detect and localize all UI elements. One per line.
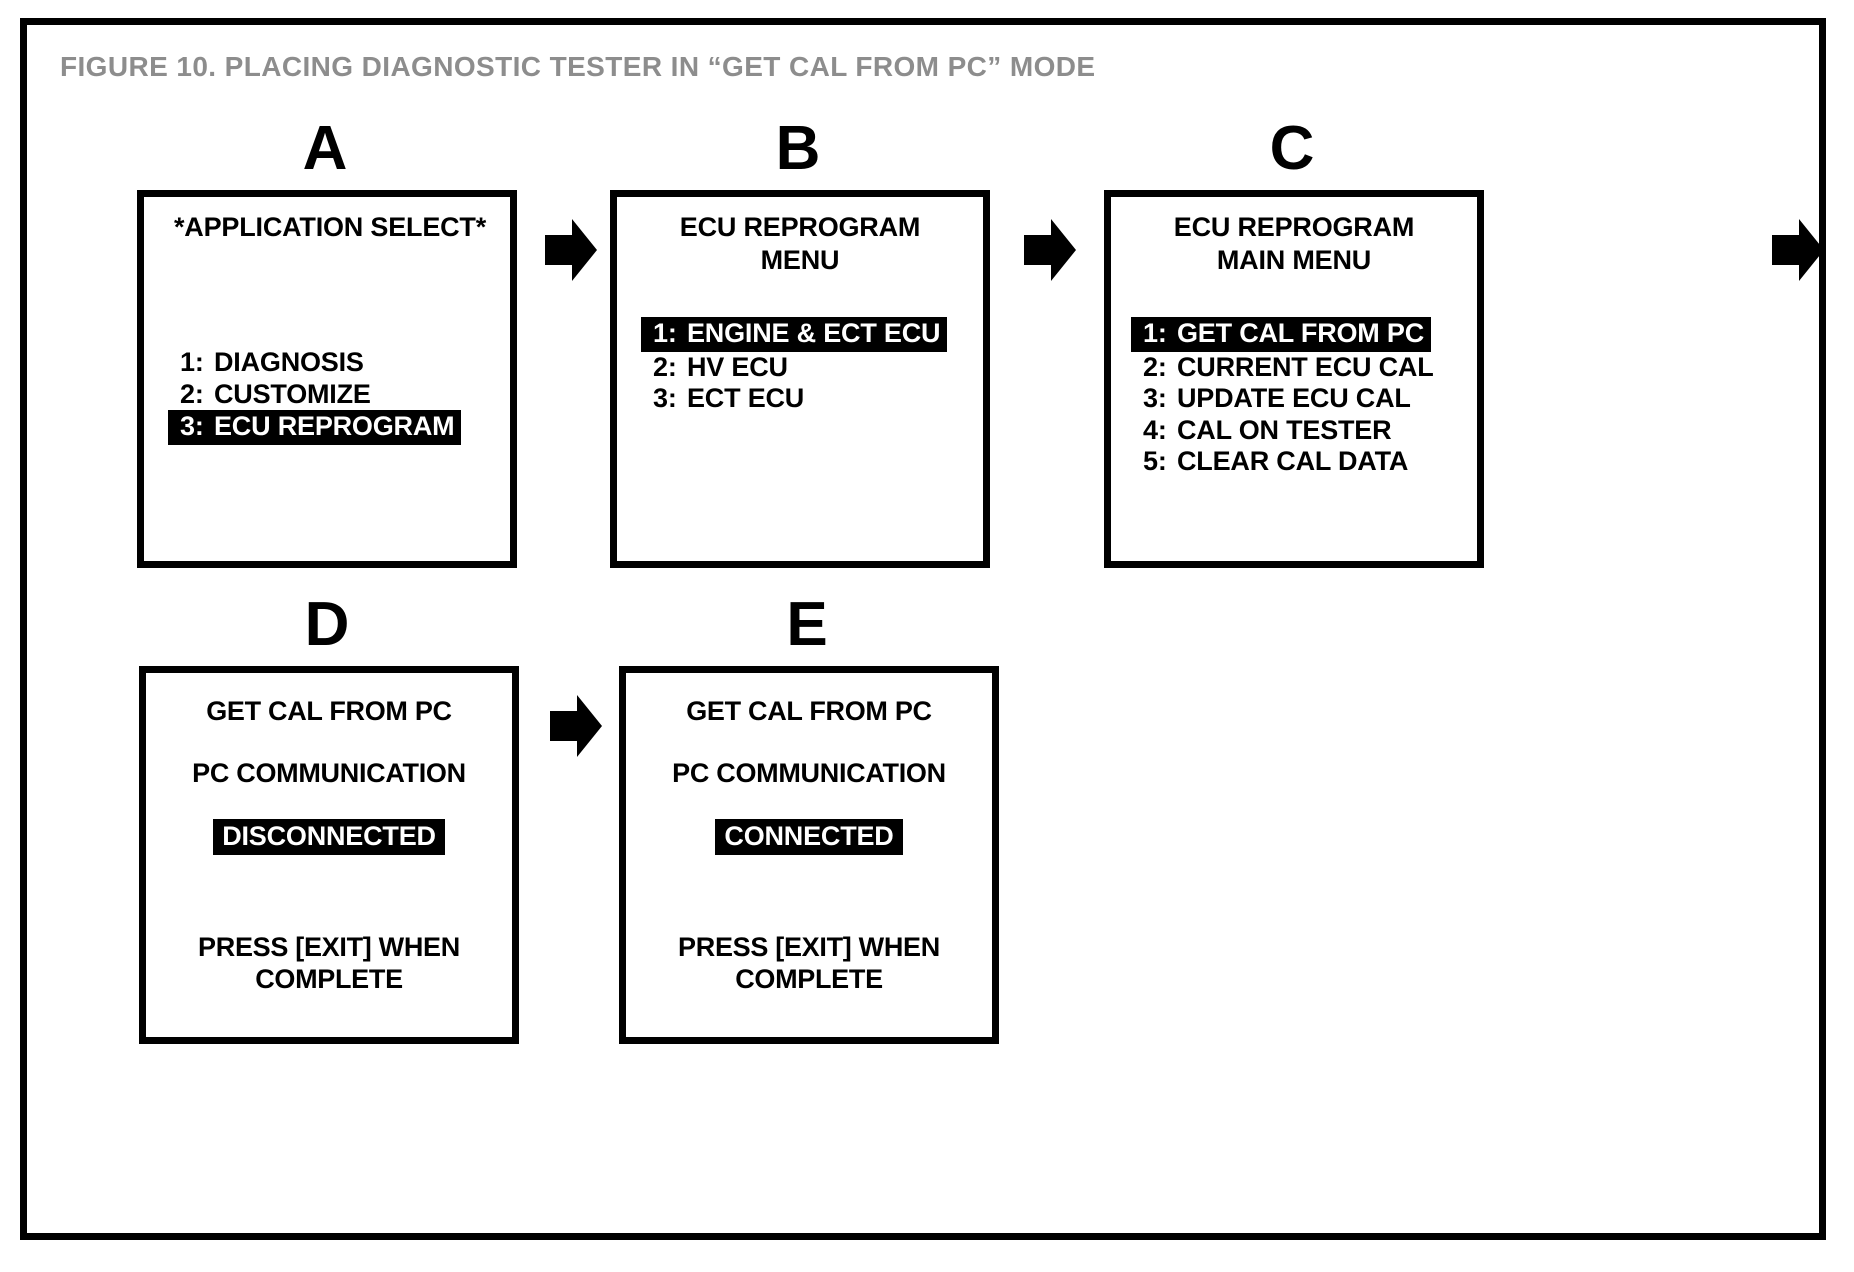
- status-badge-disconnected: DISCONNECTED: [213, 819, 445, 855]
- menu-item-b-1-row: 1: ENGINE & ECT ECU: [633, 317, 981, 352]
- menu-item-b-3-label: ECT ECU: [687, 383, 805, 414]
- screen-e-footer-line2: COMPLETE: [735, 964, 883, 995]
- screen-e-line2: PC COMMUNICATION: [672, 758, 946, 788]
- menu-item-c-2[interactable]: 2: CURRENT ECU CAL: [1125, 352, 1477, 384]
- panel-label-d: D: [304, 590, 350, 659]
- menu-item-a-2-label: CUSTOMIZE: [214, 378, 371, 409]
- status-badge-connected: CONNECTED: [715, 819, 903, 855]
- screen-e-line1: GET CAL FROM PC: [686, 696, 932, 726]
- menu-item-b-3[interactable]: 3: ECT ECU: [633, 383, 981, 415]
- screen-c-title-line1: ECU REPROGRAM: [1173, 212, 1415, 242]
- screen-b-title-line1: ECU REPROGRAM: [679, 212, 921, 242]
- screen-c-menu-list: 1: GET CAL FROM PC 2: CURRENT ECU CAL 3: UP…: [1125, 317, 1477, 478]
- screen-e-status-row: CONNECTED: [626, 819, 992, 855]
- screen-panel-c: ECU REPROGRAM MAIN MENU 1: GET CAL FROM P…: [1104, 190, 1484, 568]
- menu-item-c-1-number: 1:: [1143, 318, 1167, 348]
- menu-item-c-5-label: CLEAR CAL DATA: [1177, 446, 1409, 477]
- menu-item-b-2[interactable]: 2: HV ECU: [633, 352, 981, 384]
- menu-item-c-4-label: CAL ON TESTER: [1177, 414, 1392, 445]
- panel-label-e: E: [786, 590, 828, 659]
- menu-item-a-1-number: 1:: [180, 347, 204, 377]
- screen-c-title-line2: MAIN MENU: [1216, 244, 1372, 275]
- menu-item-c-1[interactable]: 1: GET CAL FROM PC: [1131, 317, 1432, 352]
- figure-frame: FIGURE 10. PLACING DIAGNOSTIC TESTER IN …: [20, 18, 1826, 1240]
- panel-label-c: C: [1269, 114, 1315, 183]
- menu-item-a-2-number: 2:: [180, 378, 204, 409]
- menu-item-c-3-number: 3:: [1143, 383, 1167, 414]
- screen-d-footer-line2: COMPLETE: [255, 964, 403, 995]
- menu-item-c-1-row: 1: GET CAL FROM PC: [1125, 317, 1477, 352]
- menu-item-c-5[interactable]: 5: CLEAR CAL DATA: [1125, 446, 1477, 478]
- menu-item-a-3[interactable]: 3: ECU REPROGRAM: [168, 410, 462, 445]
- menu-item-b-2-label: HV ECU: [687, 351, 788, 382]
- screen-a-menu-list: 1: DIAGNOSIS 2: CUSTOMIZE 3: ECU REPROGRAM: [160, 347, 508, 445]
- arrow-right-icon-d-to-e: [550, 695, 602, 757]
- screen-a-title: *APPLICATION SELECT*: [174, 212, 487, 242]
- screen-b-menu-list: 1: ENGINE & ECT ECU 2: HV ECU 3: ECT ECU: [633, 317, 981, 415]
- screen-d-footer-line1: PRESS [EXIT] WHEN: [198, 932, 460, 962]
- screen-e-footer-line1: PRESS [EXIT] WHEN: [678, 932, 940, 962]
- screen-panel-a: *APPLICATION SELECT* 1: DIAGNOSIS 2: CUSTO…: [137, 190, 517, 568]
- screen-d-line1: GET CAL FROM PC: [206, 696, 452, 726]
- screen-panel-e: GET CAL FROM PC PC COMMUNICATION CONNECT…: [619, 666, 999, 1044]
- screen-c-title: ECU REPROGRAM MAIN MENU: [1111, 211, 1477, 277]
- arrow-right-icon-c-to-d: [1772, 219, 1824, 281]
- menu-item-c-4[interactable]: 4: CAL ON TESTER: [1125, 415, 1477, 447]
- screen-b-title: ECU REPROGRAM MENU: [617, 211, 983, 277]
- menu-item-c-2-number: 2:: [1143, 351, 1167, 382]
- menu-item-c-5-number: 5:: [1143, 446, 1167, 477]
- menu-item-b-1-number: 1:: [653, 318, 677, 348]
- arrow-right-icon-b-to-c: [1024, 219, 1076, 281]
- menu-item-a-1-label: DIAGNOSIS: [214, 347, 364, 377]
- figure-title: FIGURE 10. PLACING DIAGNOSTIC TESTER IN …: [60, 51, 1096, 82]
- menu-item-a-3-label: ECU REPROGRAM: [214, 411, 455, 442]
- menu-item-a-2[interactable]: 2: CUSTOMIZE: [160, 379, 508, 411]
- menu-item-c-3-label: UPDATE ECU CAL: [1177, 383, 1411, 414]
- menu-item-c-3[interactable]: 3: UPDATE ECU CAL: [1125, 383, 1477, 415]
- menu-item-b-1[interactable]: 1: ENGINE & ECT ECU: [641, 317, 948, 352]
- screen-b-title-line2: MENU: [760, 244, 840, 275]
- arrow-right-icon-a-to-b: [545, 219, 597, 281]
- screen-panel-d: GET CAL FROM PC PC COMMUNICATION DISCONN…: [139, 666, 519, 1044]
- menu-item-c-4-number: 4:: [1143, 414, 1167, 445]
- menu-item-b-2-number: 2:: [653, 351, 677, 382]
- menu-item-c-1-label: GET CAL FROM PC: [1177, 318, 1425, 348]
- menu-item-a-1[interactable]: 1: DIAGNOSIS: [160, 347, 508, 379]
- panel-label-b: B: [775, 114, 821, 183]
- panel-label-a: A: [302, 114, 348, 183]
- menu-item-a-3-number: 3:: [180, 411, 204, 442]
- menu-item-b-1-label: ENGINE & ECT ECU: [687, 318, 941, 348]
- screen-d-status-row: DISCONNECTED: [146, 819, 512, 855]
- screen-panel-b: ECU REPROGRAM MENU 1: ENGINE & ECT ECU 2:…: [610, 190, 990, 568]
- menu-item-a-3-row: 3: ECU REPROGRAM: [160, 410, 508, 445]
- menu-item-c-2-label: CURRENT ECU CAL: [1177, 351, 1434, 382]
- screen-d-line2: PC COMMUNICATION: [192, 758, 466, 788]
- screen-e-footer: PRESS [EXIT] WHEN COMPLETE: [626, 931, 992, 996]
- screen-d-footer: PRESS [EXIT] WHEN COMPLETE: [146, 931, 512, 996]
- menu-item-b-3-number: 3:: [653, 383, 677, 414]
